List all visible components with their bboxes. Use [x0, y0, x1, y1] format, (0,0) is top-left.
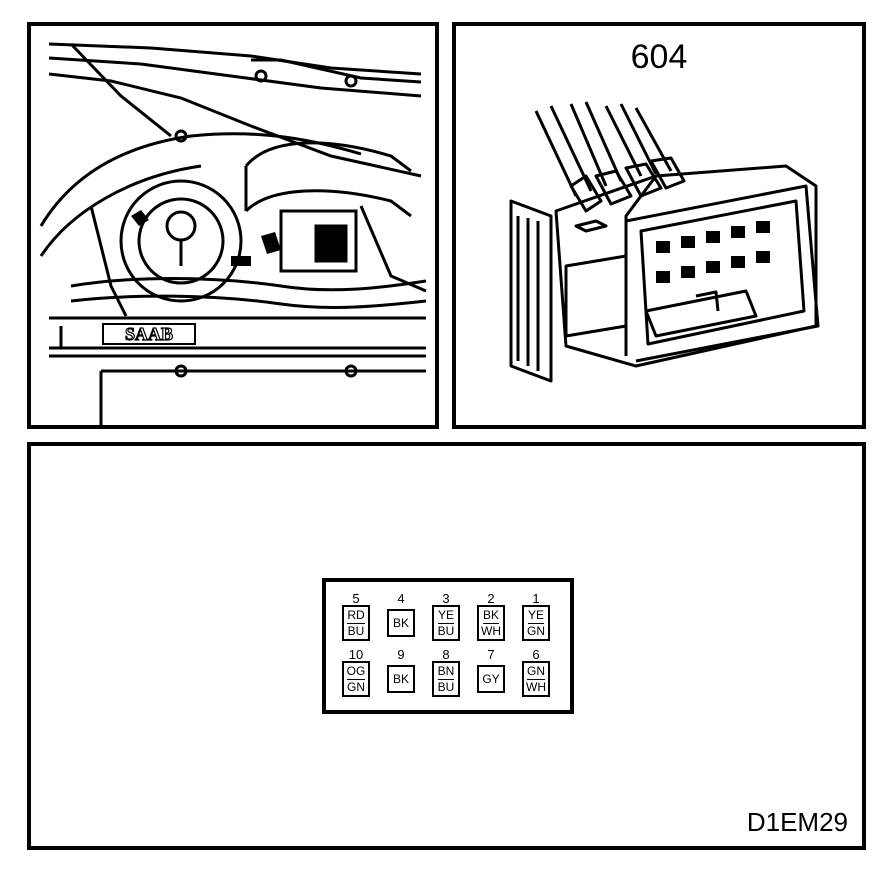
wire-color: WH: [526, 679, 546, 694]
pin-color-box: BN BU: [432, 661, 460, 697]
wire-color: BU: [347, 623, 365, 638]
pin-number: 4: [397, 591, 405, 606]
pin-9: 9 BK: [381, 648, 421, 702]
wire-color: WH: [481, 623, 501, 638]
pin-color-box: YE GN: [522, 605, 550, 641]
saab-badge: [102, 323, 196, 345]
pin-color-box: BK: [387, 609, 415, 637]
pin-8: 8 BN BU: [426, 648, 466, 702]
engine-bay-view-panel: SAAB: [27, 22, 439, 429]
pin-color-box: OG GN: [342, 661, 370, 697]
wire-color: GN: [527, 623, 545, 638]
wire-color: BK: [392, 671, 409, 686]
wire-color: RD: [347, 607, 365, 624]
connector-housing-illustration: [509, 101, 820, 383]
pin-color-box: BK: [387, 665, 415, 693]
wire-color: OG: [346, 663, 366, 680]
pin-number: 8: [442, 647, 450, 662]
pin-color-box: YE BU: [432, 605, 460, 641]
pin-number: 2: [487, 591, 495, 606]
terminal-cavities: [656, 221, 770, 283]
pin-number: 6: [532, 647, 540, 662]
pin-3: 3 YE BU: [426, 592, 466, 646]
pin-number: 5: [352, 591, 360, 606]
wire-color: GY: [482, 671, 500, 686]
saab-badge-text: SAAB: [125, 324, 173, 344]
wire-color: BU: [437, 679, 455, 694]
pinout-panel: 5 RD BU 4 BK 3 YE BU 2 BK WH: [27, 442, 866, 850]
pin-6: 6 GN WH: [516, 648, 556, 702]
wire-color: GN: [347, 679, 365, 694]
pin-color-box: GY: [477, 665, 505, 693]
pin-10: 10 OG GN: [336, 648, 376, 702]
pin-number: 7: [487, 647, 495, 662]
wire-color: GN: [527, 663, 545, 680]
drawing-code: D1EM29: [746, 807, 848, 837]
pin-number: 9: [397, 647, 405, 662]
pin-color-box: BK WH: [477, 605, 505, 641]
wire-color: YE: [437, 607, 454, 624]
pin-7: 7 GY: [471, 648, 511, 702]
wire-color: BK: [482, 607, 499, 624]
pin-number: 1: [532, 591, 540, 606]
pin-number: 3: [442, 591, 450, 606]
connector-view-panel: 604: [452, 22, 866, 429]
pin-color-box: GN WH: [522, 661, 550, 697]
engine-bay-illustration: SAAB: [39, 42, 427, 425]
connector-pinout: 5 RD BU 4 BK 3 YE BU 2 BK WH: [322, 578, 574, 714]
wire-color: BU: [437, 623, 455, 638]
wire-color: YE: [527, 607, 544, 624]
connector-number: 604: [630, 38, 688, 76]
pin-number: 10: [348, 647, 364, 662]
pin-5: 5 RD BU: [336, 592, 376, 646]
pin-color-box: RD BU: [342, 605, 370, 641]
pin-1: 1 YE GN: [516, 592, 556, 646]
wire-color: BK: [392, 615, 409, 630]
pin-2: 2 BK WH: [471, 592, 511, 646]
wire-color: BN: [437, 663, 455, 680]
pin-4: 4 BK: [381, 592, 421, 646]
